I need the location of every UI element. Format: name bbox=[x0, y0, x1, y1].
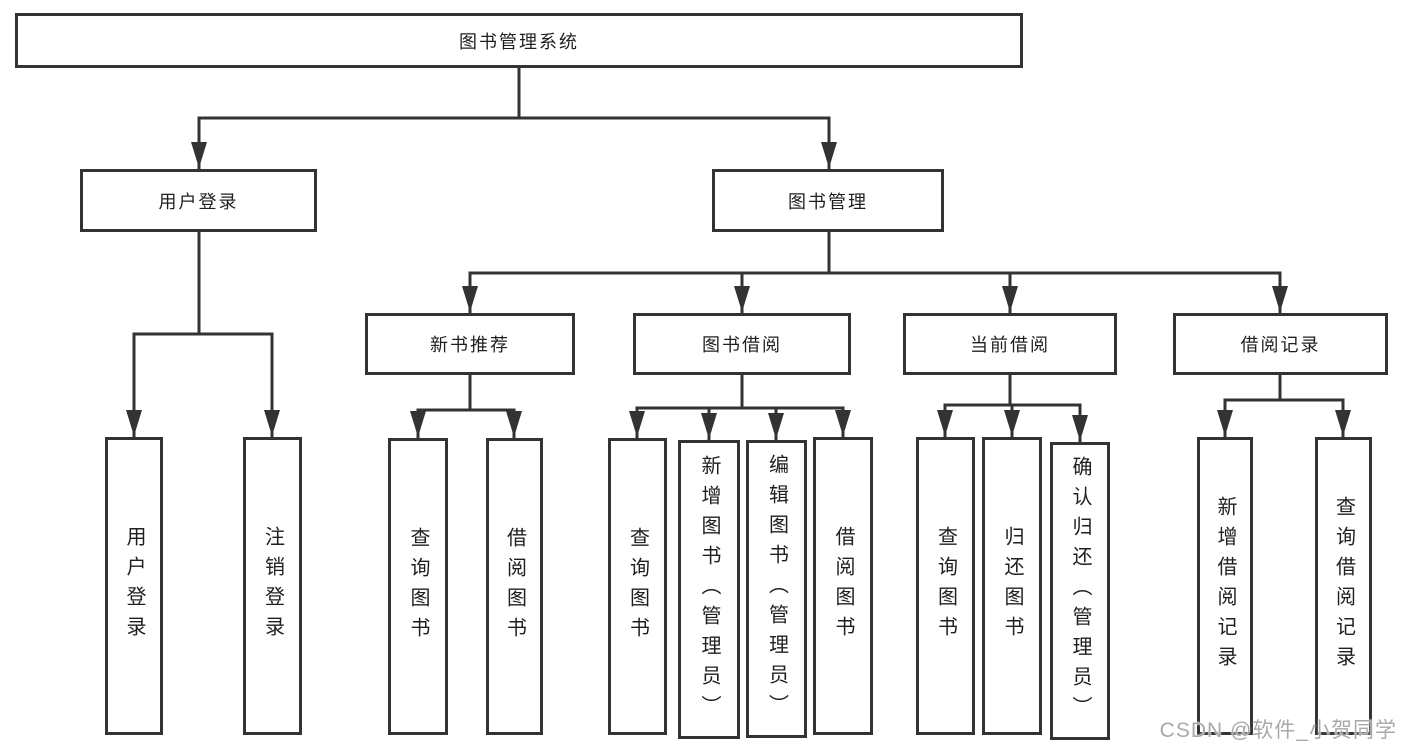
node-borrow-records: 借阅记录 bbox=[1173, 313, 1388, 375]
node-user-login: 用户登录 bbox=[80, 169, 317, 232]
node-book-borrow: 图书借阅 bbox=[633, 313, 851, 375]
leaf-confirm-return-admin: 确认归还（管理员） bbox=[1050, 442, 1110, 740]
leaf-logout: 注销登录 bbox=[243, 437, 302, 735]
node-book-management: 图书管理 bbox=[712, 169, 944, 232]
leaf-recommend-query-book: 查询图书 bbox=[388, 438, 448, 735]
leaf-return-book: 归还图书 bbox=[982, 437, 1042, 735]
csdn-watermark: CSDN @软件_小贺同学 bbox=[1159, 719, 1397, 742]
leaf-borrow-query-book: 查询图书 bbox=[608, 438, 667, 735]
node-new-book-recommend: 新书推荐 bbox=[365, 313, 575, 375]
leaf-add-borrow-record: 新增借阅记录 bbox=[1197, 437, 1253, 735]
leaf-borrow-book: 借阅图书 bbox=[813, 437, 873, 735]
leaf-add-book-admin: 新增图书（管理员） bbox=[678, 440, 740, 739]
leaf-query-borrow-record: 查询借阅记录 bbox=[1315, 437, 1372, 735]
leaf-edit-book-admin: 编辑图书（管理员） bbox=[746, 440, 807, 738]
leaf-user-login: 用户登录 bbox=[105, 437, 163, 735]
leaf-recommend-borrow-book: 借阅图书 bbox=[486, 438, 543, 735]
node-current-borrow: 当前借阅 bbox=[903, 313, 1117, 375]
node-root-library-system: 图书管理系统 bbox=[15, 13, 1023, 68]
leaf-current-query-book: 查询图书 bbox=[916, 437, 975, 735]
